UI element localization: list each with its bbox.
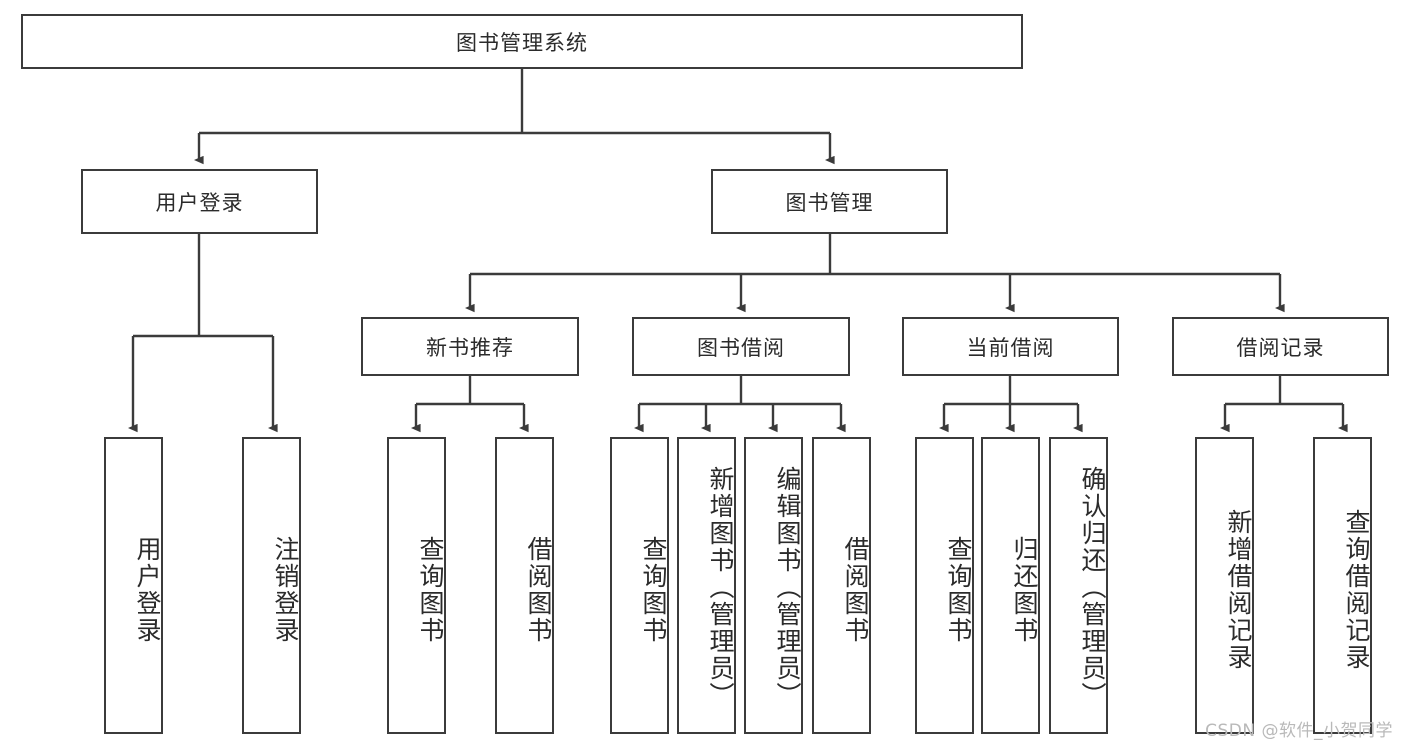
node-label: 借阅记录 — [1236, 335, 1325, 360]
csdn-watermark: CSDN @软件_小贺同学 — [1205, 721, 1393, 741]
leaf-confirm-return-admin[interactable]: 确认归还（管理员） — [1049, 437, 1108, 734]
node-label: 图书借阅 — [697, 335, 785, 360]
node-label: 新书推荐 — [426, 335, 514, 360]
node-label: 图书管理 — [785, 190, 874, 215]
node-new-book-recommend[interactable]: 新书推荐 — [361, 317, 579, 376]
node-label: 用户登录 — [133, 535, 162, 644]
node-book-borrow[interactable]: 图书借阅 — [632, 317, 850, 376]
leaf-add-borrow-record[interactable]: 新增借阅记录 — [1195, 437, 1254, 734]
node-book-management-system[interactable]: 图书管理系统 — [21, 14, 1023, 69]
leaf-query-borrow-record[interactable]: 查询借阅记录 — [1313, 437, 1372, 734]
node-label: 查询图书 — [639, 535, 668, 644]
leaf-query-book-current[interactable]: 查询图书 — [915, 437, 974, 734]
leaf-add-book-admin[interactable]: 新增图书（管理员） — [677, 437, 736, 734]
node-label: 新增借阅记录 — [1224, 508, 1253, 671]
leaf-user-login[interactable]: 用户登录 — [104, 437, 163, 734]
leaf-borrow-book[interactable]: 借阅图书 — [812, 437, 871, 734]
node-label: 查询图书 — [416, 535, 445, 644]
node-label: 注销登录 — [271, 535, 300, 644]
node-label: 新增图书（管理员） — [706, 466, 735, 709]
leaf-return-book[interactable]: 归还图书 — [981, 437, 1040, 734]
leaf-query-book-borrow[interactable]: 查询图书 — [610, 437, 669, 734]
node-user-login[interactable]: 用户登录 — [81, 169, 318, 234]
node-label: 编辑图书（管理员） — [773, 466, 802, 709]
node-label: 借阅图书 — [524, 535, 553, 644]
node-label: 当前借阅 — [966, 335, 1055, 360]
leaf-logout-login[interactable]: 注销登录 — [242, 437, 301, 734]
node-book-management[interactable]: 图书管理 — [711, 169, 948, 234]
node-label: 查询图书 — [944, 535, 973, 644]
node-borrow-record[interactable]: 借阅记录 — [1172, 317, 1389, 376]
node-label: 确认归还（管理员） — [1078, 466, 1107, 709]
node-label: 查询借阅记录 — [1342, 508, 1371, 671]
node-current-borrow[interactable]: 当前借阅 — [902, 317, 1119, 376]
leaf-query-book-recommend[interactable]: 查询图书 — [387, 437, 446, 734]
node-label: 用户登录 — [155, 190, 244, 215]
node-label: 借阅图书 — [841, 535, 870, 644]
node-label: 图书管理系统 — [456, 30, 588, 55]
leaf-borrow-book-recommend[interactable]: 借阅图书 — [495, 437, 554, 734]
node-label: 归还图书 — [1010, 535, 1039, 644]
leaf-edit-book-admin[interactable]: 编辑图书（管理员） — [744, 437, 803, 734]
